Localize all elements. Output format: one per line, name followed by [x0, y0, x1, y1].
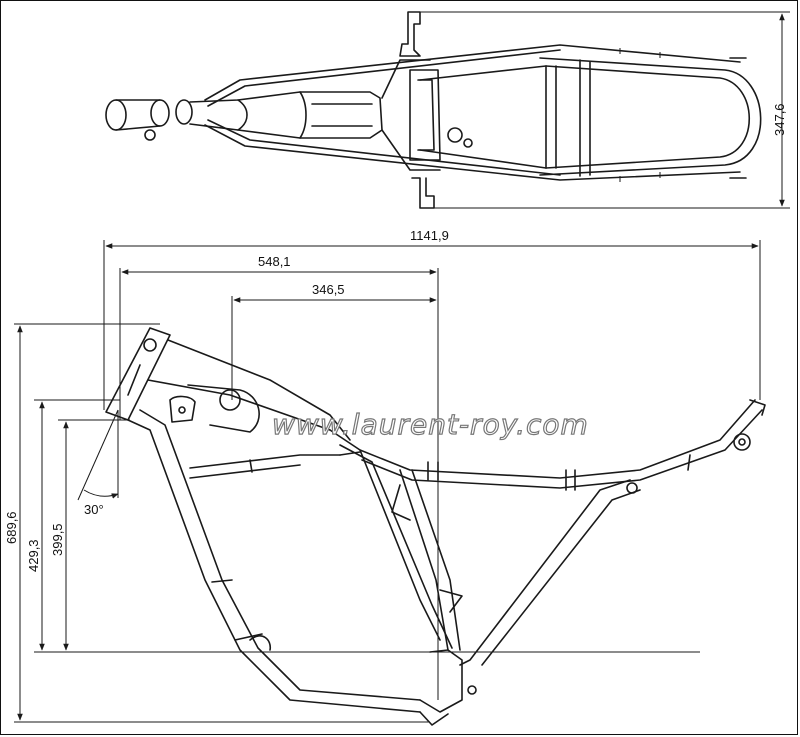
horizontal-dimensions — [103, 240, 761, 700]
side-view — [105, 327, 766, 726]
top-view — [105, 11, 762, 209]
vertical-dimensions — [14, 323, 700, 723]
length-a-label: 548,1 — [258, 254, 291, 269]
height-b-label: 429,3 — [26, 539, 41, 572]
top-width-dimension — [420, 11, 790, 209]
rake-angle-mark — [77, 409, 119, 501]
watermark-text: www.laurent-roy.com — [272, 408, 589, 441]
top-width-label: 347,6 — [772, 103, 787, 136]
height-c-label: 399,5 — [50, 523, 65, 556]
overall-length-label: 1141,9 — [410, 228, 449, 243]
height-total-label: 689,6 — [4, 511, 19, 544]
length-b-label: 346,5 — [312, 282, 345, 297]
rake-angle-label: 30° — [84, 502, 104, 517]
